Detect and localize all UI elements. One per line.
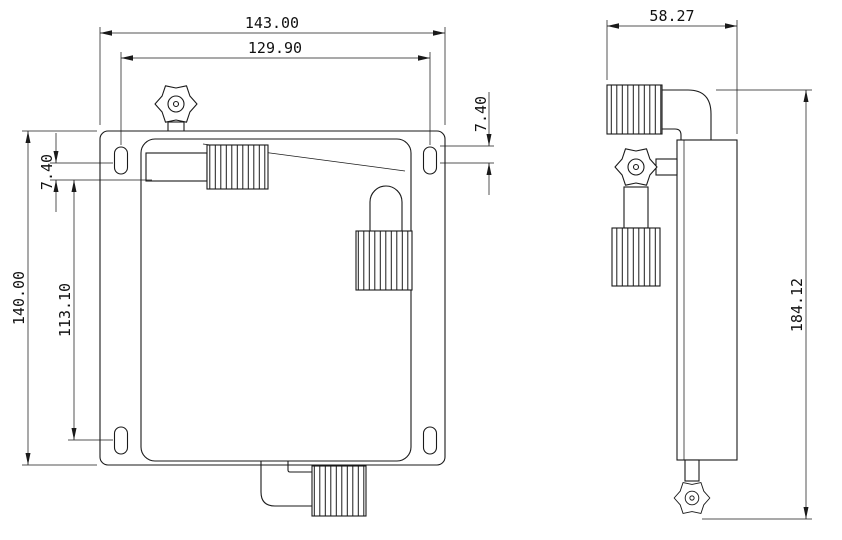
arrowhead — [71, 180, 77, 192]
dim-front-height-holes: 113.10 — [56, 180, 113, 441]
cable-gland-right — [355, 185, 413, 291]
valve-knob-side-icon — [614, 148, 658, 186]
arrowhead — [803, 507, 809, 519]
gland-nut — [606, 84, 663, 135]
mounting-slot-top-left — [113, 146, 129, 175]
dim-front-offset-right: 7.40 — [440, 92, 494, 195]
side-gland-top — [606, 84, 712, 140]
arrowhead — [803, 90, 809, 102]
gland-nut — [611, 227, 661, 287]
valve-knob-bottom-icon — [673, 482, 711, 514]
dim-front-height-overall: 140.00 — [10, 130, 97, 466]
elbow-inner-edge — [662, 128, 682, 140]
arrowhead — [53, 180, 59, 192]
arrowhead — [121, 55, 133, 61]
bottom-knob-stem — [684, 459, 700, 482]
dim-text-side-height: 184.12 — [788, 278, 806, 332]
dim-text-offset-left: 7.40 — [38, 154, 56, 190]
gland-tube — [369, 185, 403, 232]
gland-nut — [355, 230, 413, 291]
side-knob-stem — [655, 158, 678, 176]
arrowhead — [53, 151, 59, 163]
mounting-slot-top-right — [422, 146, 438, 175]
side-view: 58.27 184.12 — [606, 7, 812, 520]
elbow-inner-edge — [287, 461, 312, 473]
dim-front-offset-left: 7.40 — [38, 133, 152, 212]
arrowhead — [433, 30, 445, 36]
dim-text-width-holes: 129.90 — [248, 39, 302, 57]
front-view: 143.00 129.90 7.40 — [10, 14, 494, 517]
dim-text-height-holes: 113.10 — [56, 283, 74, 337]
mounting-slot-bottom-left — [113, 426, 129, 455]
arrowhead — [100, 30, 112, 36]
arrowhead — [486, 163, 492, 175]
arrowhead — [418, 55, 430, 61]
arrowhead — [71, 428, 77, 440]
dim-text-height-overall: 140.00 — [10, 271, 28, 325]
device-body — [140, 138, 412, 462]
dim-side-height: 184.12 — [702, 89, 812, 520]
dim-text-width-overall: 143.00 — [245, 14, 299, 32]
dim-text-offset-right: 7.40 — [472, 96, 490, 132]
arrowhead — [486, 134, 492, 146]
device-body-side — [676, 139, 738, 461]
cable-gland-left — [145, 144, 269, 190]
gland-nut — [206, 144, 269, 190]
dim-front-width-holes: 129.90 — [120, 39, 431, 145]
arrowhead — [25, 131, 31, 143]
mounting-slot-bottom-right — [422, 426, 438, 455]
arrowhead — [725, 23, 737, 29]
side-gland-middle — [611, 186, 661, 287]
arrowhead — [25, 453, 31, 465]
dim-text-side-width: 58.27 — [649, 7, 694, 25]
valve-knob-top-icon — [154, 85, 198, 123]
gland-nut — [311, 465, 367, 517]
elbow-outer-edge — [662, 89, 712, 140]
cable-gland-bottom — [260, 461, 367, 517]
dim-side-width: 58.27 — [606, 7, 738, 134]
gland-tube — [145, 152, 208, 182]
elbow-outer-edge — [260, 461, 312, 507]
arrowhead — [607, 23, 619, 29]
gland-tube — [623, 186, 649, 229]
dim-front-width-overall: 143.00 — [99, 14, 446, 125]
